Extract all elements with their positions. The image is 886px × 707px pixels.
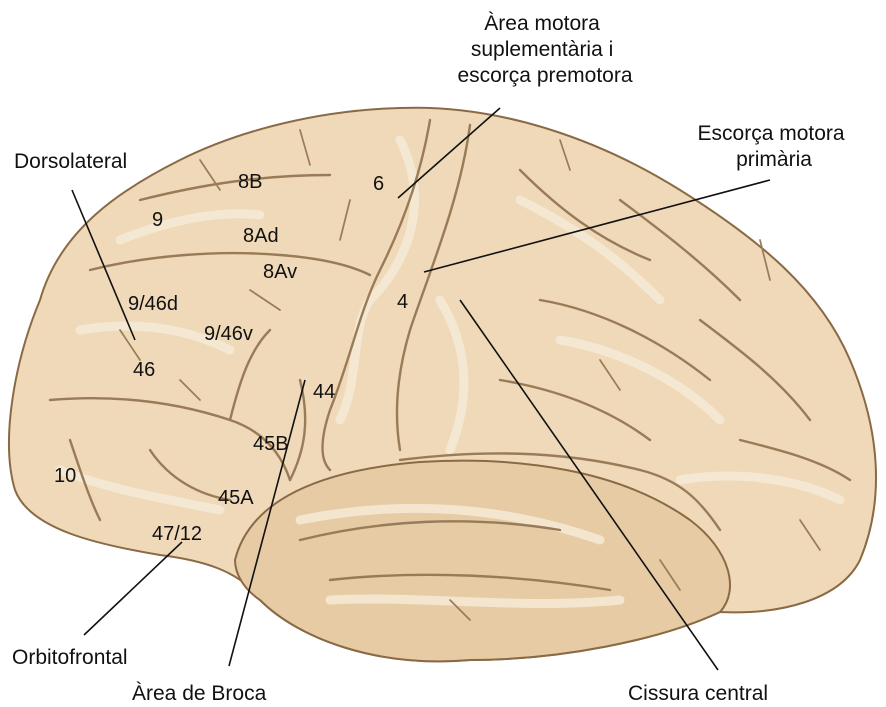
area-6: 6 — [373, 173, 384, 195]
sma-label: Àrea motora suplementària i escorça prem… — [457, 12, 632, 87]
sma-label-line-2: suplementària i — [471, 38, 613, 61]
area-45B: 45B — [253, 433, 289, 455]
area-8Av: 8Av — [263, 261, 297, 283]
area-10: 10 — [54, 465, 76, 487]
area-9: 9 — [152, 209, 163, 231]
area-9-46v: 9/46v — [204, 323, 253, 345]
leader-orbitofrontal — [84, 542, 182, 635]
area-8Ad: 8Ad — [243, 225, 279, 247]
orbitofrontal-label: Orbitofrontal — [12, 646, 128, 669]
area-46: 46 — [133, 359, 155, 381]
broca-label: Àrea de Broca — [132, 682, 267, 705]
area-8B: 8B — [238, 171, 262, 193]
area-4: 4 — [397, 291, 408, 313]
central-sulcus-label: Cissura central — [628, 682, 768, 705]
sma-label-line-1: Àrea motora — [484, 12, 600, 35]
dorsolateral-label: Dorsolateral — [14, 150, 127, 173]
primary-motor-label: Escorça motora primària — [698, 122, 851, 171]
primary-motor-label-line-2: primària — [736, 148, 812, 171]
area-9-46d: 9/46d — [128, 293, 178, 315]
area-47-12: 47/12 — [152, 523, 202, 545]
area-44: 44 — [313, 381, 335, 403]
primary-motor-label-line-1: Escorça motora — [698, 122, 845, 145]
area-45A: 45A — [218, 487, 254, 509]
sma-label-line-3: escorça premotora — [457, 64, 632, 87]
